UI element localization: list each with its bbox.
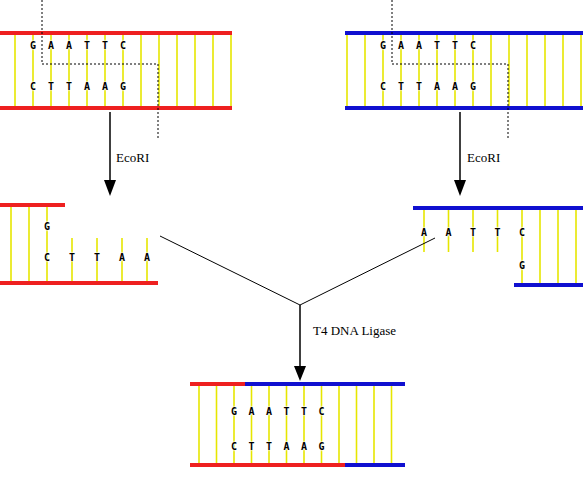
base-letters: C T T A A G <box>231 441 327 453</box>
base-pair-rung <box>557 210 559 283</box>
enzyme-label: EcoRI <box>116 150 149 165</box>
base-pair-rung <box>10 207 12 281</box>
base-pair-rung <box>346 35 348 106</box>
enzyme-label: T4 DNA Ligase <box>313 323 396 338</box>
base-pair-rung <box>562 35 564 106</box>
red-strand <box>190 382 245 386</box>
base-pair-rung <box>230 35 232 106</box>
arrow-head <box>294 366 306 381</box>
base-pair-rung <box>508 35 510 106</box>
base-letters: C T T A A G <box>380 81 479 93</box>
base-letters: G <box>44 221 53 233</box>
red-strand <box>190 463 345 467</box>
base-pair-rung <box>490 35 492 106</box>
base-letters: G <box>519 260 528 272</box>
base-pair-rung <box>338 386 340 463</box>
base-letters: G A A T T C <box>231 406 327 418</box>
base-pair-rung <box>539 210 541 283</box>
arrow-head <box>454 180 466 196</box>
base-pair-rung <box>158 35 160 106</box>
arrows <box>104 112 466 381</box>
base-letters: C T T A A G <box>30 81 129 93</box>
base-letters: C T T A A <box>44 252 157 264</box>
merge-line <box>300 238 435 305</box>
base-pair-rung <box>391 386 393 463</box>
red-strand <box>0 281 158 285</box>
base-pair-rung <box>216 386 218 463</box>
arrow-head <box>104 180 116 196</box>
arrow-shaft <box>299 305 301 368</box>
base-pair-rung <box>526 35 528 106</box>
merge-line <box>160 236 300 305</box>
base-pair-rung <box>198 386 200 463</box>
base-pair-rung <box>46 207 48 281</box>
base-pair-rung <box>580 35 582 106</box>
base-pair-rung <box>544 35 546 106</box>
base-letters: G A A T T C <box>380 40 479 52</box>
blue-strand <box>345 463 405 467</box>
blue-strand <box>413 206 583 210</box>
cut-lines <box>42 0 508 140</box>
blue-strand <box>514 283 583 287</box>
base-pair-rung <box>176 35 178 106</box>
red-strand <box>0 31 232 35</box>
base-pair-rung <box>356 386 358 463</box>
blue-strand <box>245 382 405 386</box>
base-pair-rung <box>212 35 214 106</box>
base-pair-rung <box>140 35 142 106</box>
blue-strand <box>345 106 583 110</box>
enzyme-label: EcoRI <box>467 150 500 165</box>
base-pair-rung <box>14 35 16 106</box>
base-pair-rung <box>194 35 196 106</box>
base-pair-rung <box>28 207 30 281</box>
base-letters: G A A T T C <box>30 40 129 52</box>
base-pair-rung <box>373 386 375 463</box>
base-pair-rung <box>521 210 523 283</box>
cut-line <box>392 0 508 140</box>
red-strand <box>0 106 232 110</box>
base-pair-rung <box>575 210 577 283</box>
blue-strand <box>345 31 583 35</box>
arrow-shaft <box>459 112 461 182</box>
base-letters: A A T T C <box>421 227 531 239</box>
cut-line <box>42 0 158 140</box>
arrow-shaft <box>109 112 111 182</box>
red-strand <box>0 203 65 207</box>
base-pair-rung <box>364 35 366 106</box>
dna-strands <box>0 33 583 465</box>
base-pair-rungs <box>11 35 581 463</box>
